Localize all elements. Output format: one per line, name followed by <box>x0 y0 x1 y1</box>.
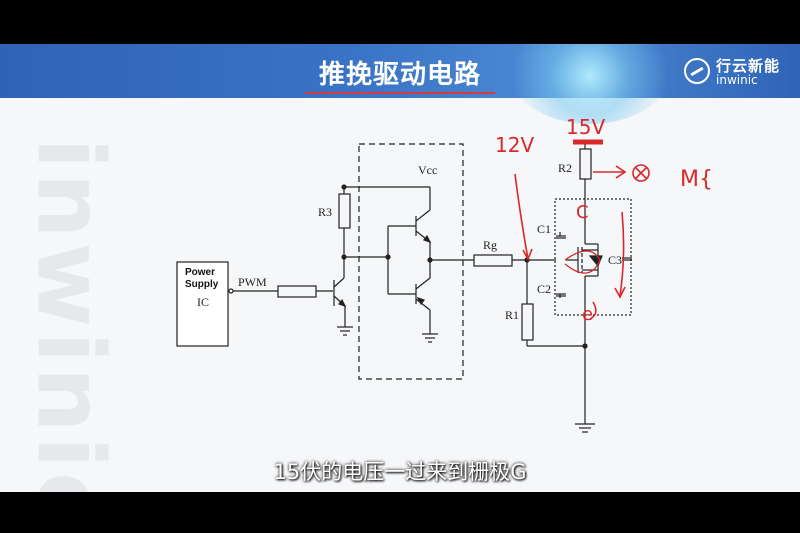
logo-text-en: inwinic <box>716 73 758 87</box>
slide-title: 推挽驱动电路 <box>318 60 481 90</box>
vcc-label: Vcc <box>418 163 437 177</box>
power-label: Power <box>185 267 215 278</box>
annotation-15v: 15V <box>566 115 605 139</box>
r2-resistor <box>579 148 592 180</box>
r1-resistor <box>521 303 534 341</box>
logo-circle-icon <box>684 58 710 84</box>
annotation-c: C <box>576 202 589 223</box>
rg-label: Rg <box>483 238 497 252</box>
c2-label: C2 <box>537 282 551 296</box>
mosfet-box <box>554 198 632 316</box>
rg-resistor <box>473 254 513 267</box>
r2-label: R2 <box>558 161 572 175</box>
pwm-label: PWM <box>238 275 267 289</box>
handwritten-annotations <box>514 139 650 320</box>
brand-logo: 行云新能 inwinic <box>684 54 794 90</box>
annotation-12v: 12V <box>495 133 534 157</box>
supply-label: Supply <box>185 279 219 290</box>
circuit-diagram: Power Supply IC PWM R3 Vcc Rg R2 R1 C1 C… <box>176 115 713 433</box>
power-supply-ic-box <box>176 261 229 347</box>
c3-label: C3 <box>608 253 622 267</box>
r1-label: R1 <box>505 308 519 322</box>
push-pull-dashed-box <box>358 143 464 380</box>
annotation-m: M{ <box>680 167 713 192</box>
base-resistor <box>277 285 317 298</box>
c1-label: C1 <box>537 222 551 236</box>
annotation-e: e <box>582 304 593 325</box>
ic-label: IC <box>197 295 209 309</box>
slide-banner: 推挽驱动电路 行云新能 inwinic <box>0 44 800 124</box>
logo-text-cn: 行云新能 <box>716 57 781 75</box>
title-underline-mark <box>305 92 495 94</box>
r3-label: R3 <box>318 205 332 219</box>
slide: 推挽驱动电路 行云新能 inwinic inwinic <box>0 44 800 492</box>
video-subtitle: 15伏的电压一过来到栅极G <box>273 460 527 484</box>
r3-resistor <box>338 193 351 229</box>
